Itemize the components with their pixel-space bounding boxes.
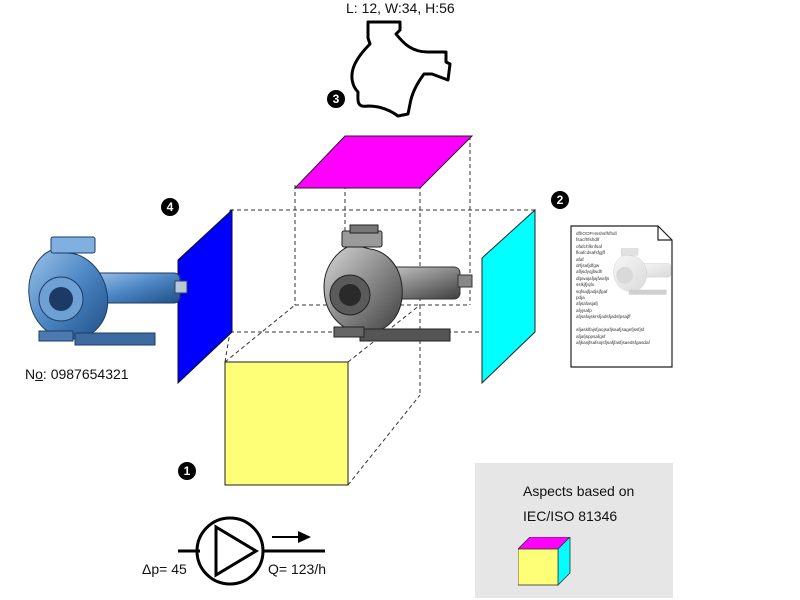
flow-rate-label: Q= 123/h bbox=[268, 561, 326, 577]
mini-cube-icon-overlay bbox=[518, 537, 571, 586]
front-face bbox=[224, 361, 349, 486]
document-line: dfhOOFHnshsfhfhdl bbox=[576, 231, 617, 236]
document-line: fsacfhfshdlf bbox=[576, 237, 600, 243]
document-line: afjsafasjafj bbox=[576, 301, 598, 307]
product-number-prefix: N bbox=[25, 366, 36, 382]
document-line: afjasklfajsfjaojsafjsaafjsagefjssfjsf bbox=[576, 327, 645, 333]
marker-1: 1 bbox=[178, 462, 196, 480]
document-line: sslkjfjsjfu bbox=[576, 282, 595, 288]
document-line: dlpwajafjajfwafjs bbox=[576, 275, 610, 281]
aspects-info-box: Aspects based on IEC/ISO 81346 bbox=[475, 463, 673, 598]
pressure-label: Δp= 45 bbox=[142, 561, 187, 577]
document-line: fkiafcdsafsfgjff bbox=[576, 250, 606, 256]
right-face bbox=[481, 208, 536, 385]
left-face bbox=[177, 208, 233, 385]
document-line: drfjsafjdfgw bbox=[576, 263, 600, 269]
product-number-prefix-o: o bbox=[35, 366, 43, 382]
top-face bbox=[293, 135, 474, 189]
document-line: afyjsafp bbox=[576, 307, 592, 313]
pump-photo-center bbox=[323, 224, 473, 342]
document-line: afjafjsppsafgsf bbox=[576, 333, 606, 339]
dimensions-label: L: 12, W:34, H:56 bbox=[346, 0, 455, 16]
document-line: pdja bbox=[576, 295, 585, 301]
aspects-line-2: IEC/ISO 81346 bbox=[523, 508, 618, 524]
marker-4: 4 bbox=[161, 198, 179, 216]
flow-arrow-icon bbox=[272, 531, 311, 543]
document-line: afaf bbox=[576, 256, 584, 262]
pump-symbol bbox=[178, 516, 325, 586]
datasheet-document-icon bbox=[570, 225, 673, 368]
document-line: afjkasjfsafsojsfjsafjfasfjsaedsfgasdaf bbox=[576, 339, 650, 345]
pump-photo-left bbox=[28, 236, 188, 346]
document-line: sqfsajfjadjsjfgaf bbox=[576, 288, 608, 294]
product-number-value: : 0987654321 bbox=[42, 366, 129, 382]
document-line: ofafchfknfsaf bbox=[576, 243, 603, 249]
aspects-line-1: Aspects based on bbox=[523, 483, 635, 499]
marker-2: 2 bbox=[551, 191, 569, 209]
product-number: No: 0987654321 bbox=[25, 366, 129, 382]
pump-outline-drawing bbox=[350, 20, 452, 118]
marker-3: 3 bbox=[327, 90, 345, 108]
document-line: afljsdyqjfwdh bbox=[576, 269, 603, 275]
document-line: afjsafajskrsfjadsfjadsfpsajff bbox=[576, 314, 631, 320]
